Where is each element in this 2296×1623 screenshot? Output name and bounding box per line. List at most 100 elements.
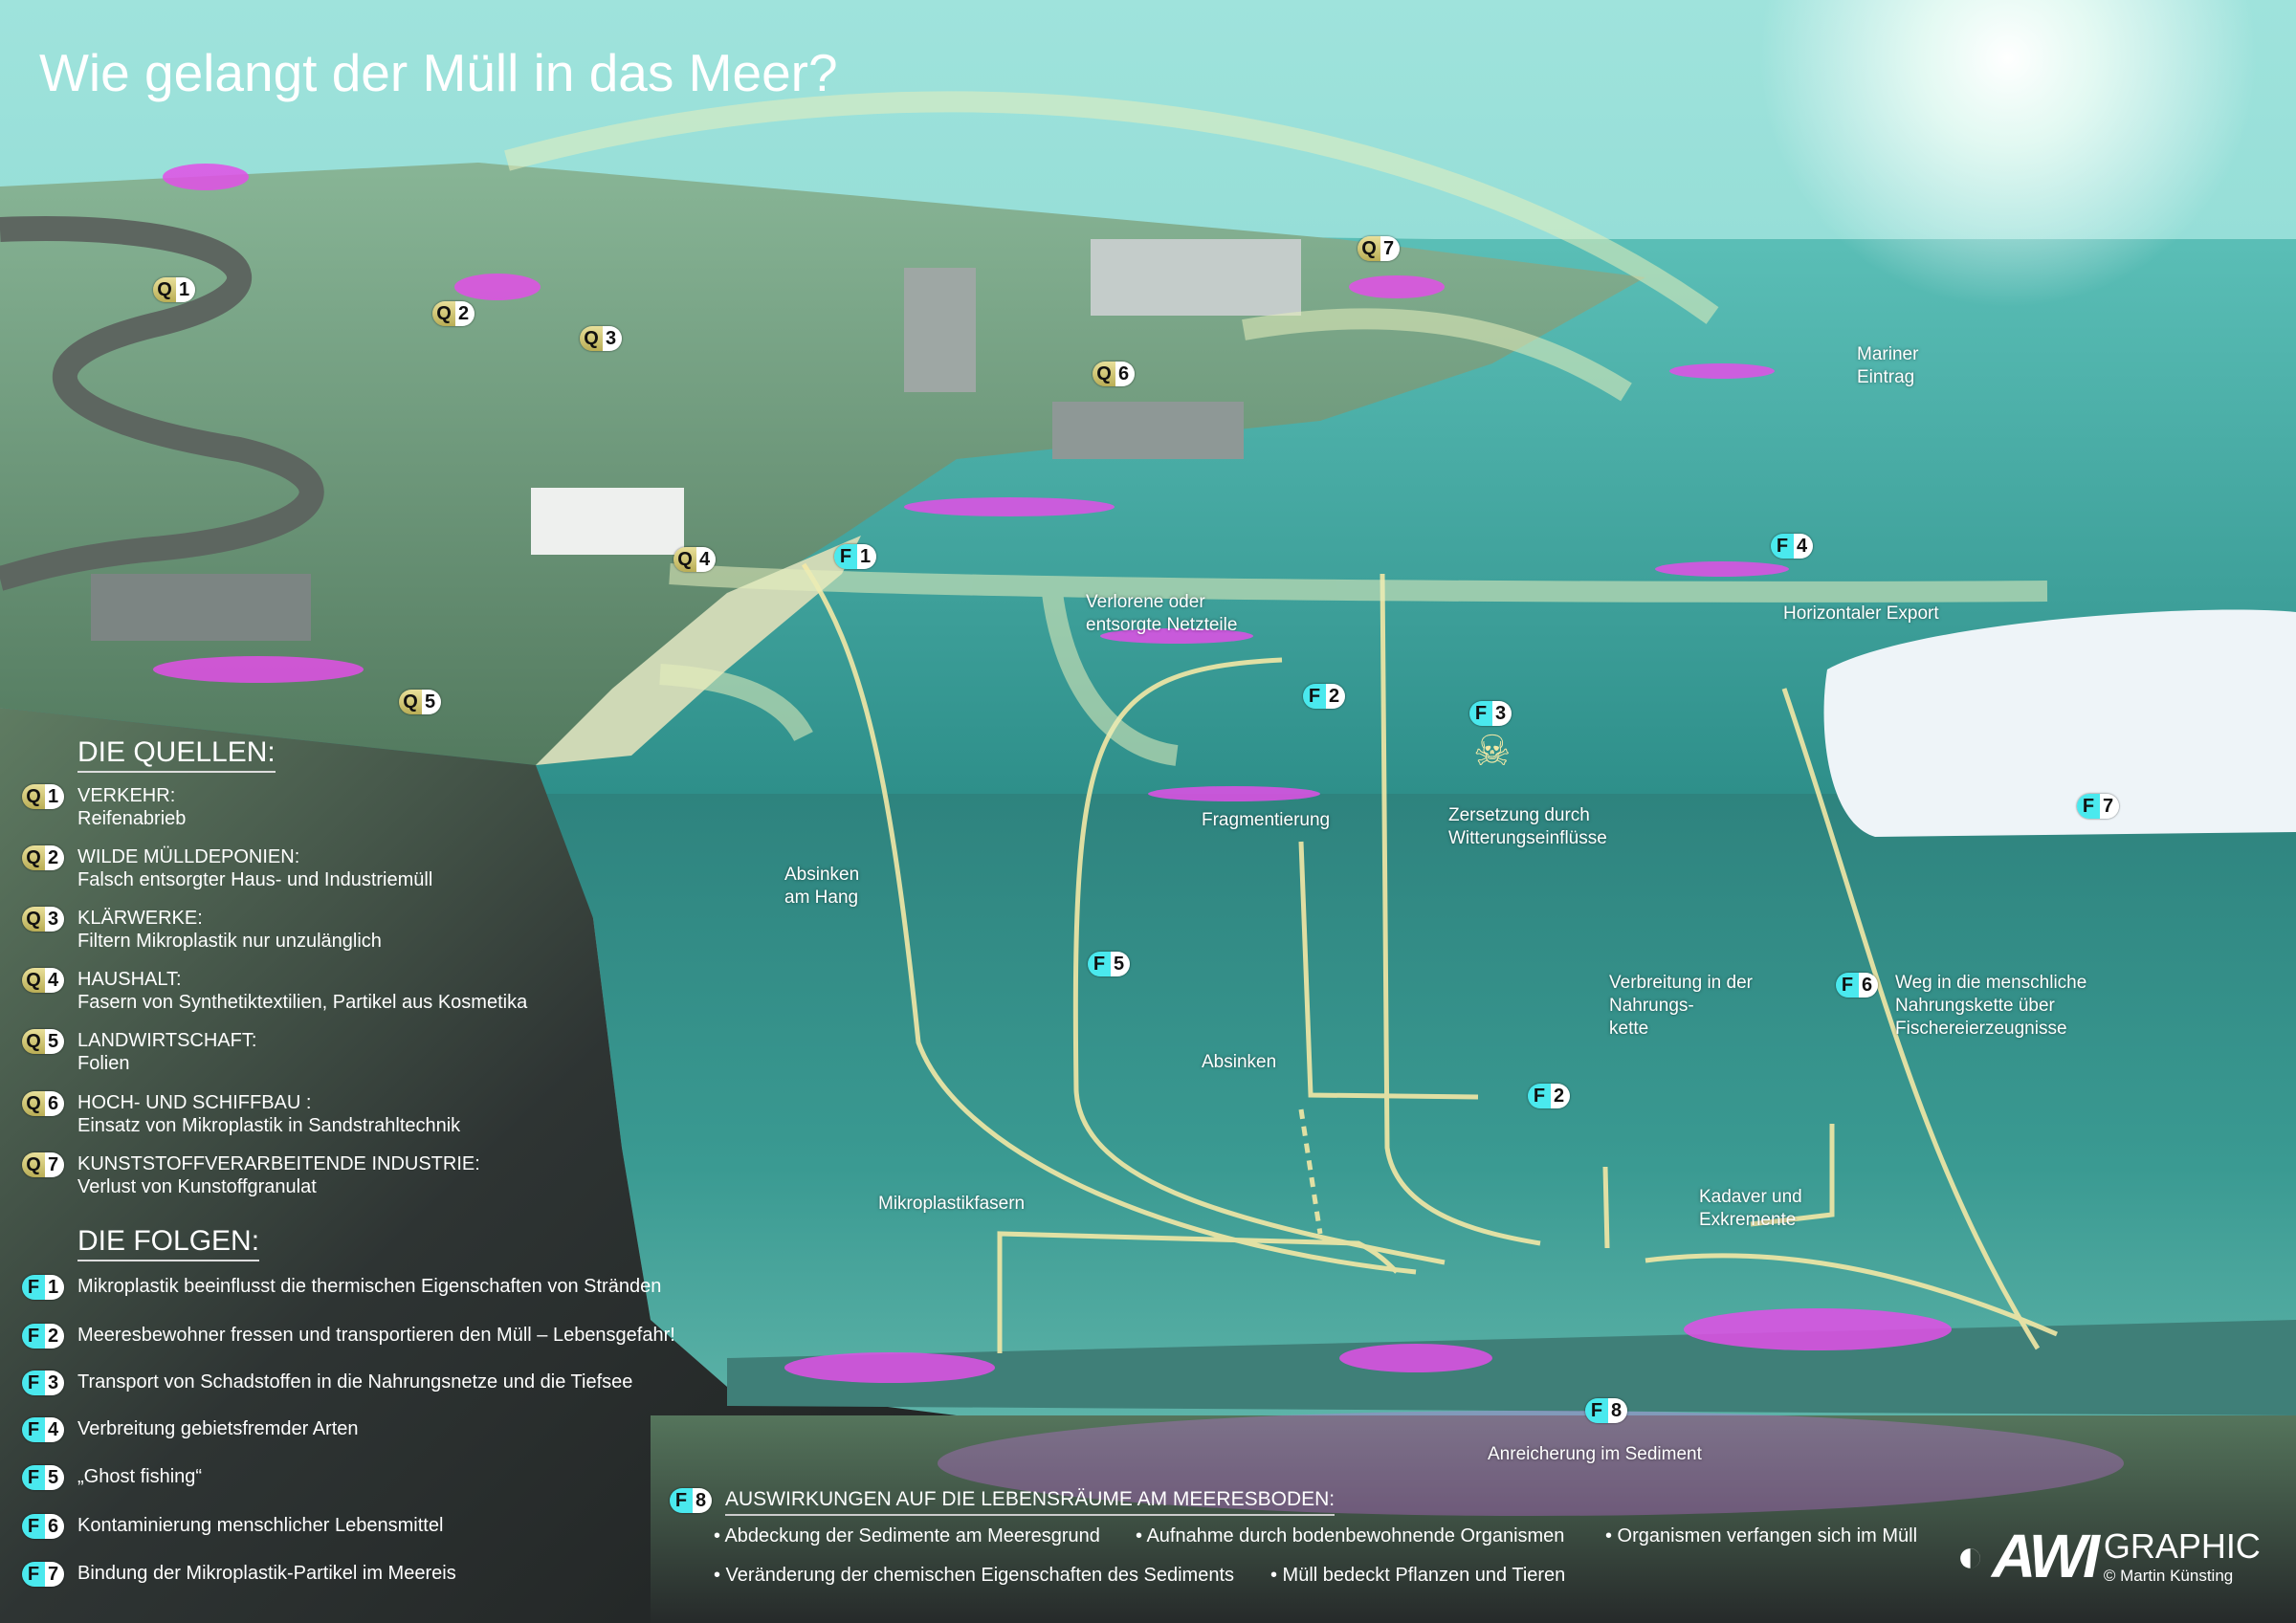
sea-ice <box>1823 609 2296 837</box>
quelle-desc: Fasern von Synthetiktextilien, Partikel … <box>77 992 528 1013</box>
folge-text: „Ghost fishing“ <box>77 1466 203 1487</box>
bottom-bg <box>651 1415 2296 1623</box>
farm-barn <box>91 574 311 641</box>
beach <box>536 536 861 765</box>
factory <box>1091 239 1301 316</box>
globe-icon: ◐ <box>1956 1530 1984 1582</box>
folge-text: Kontaminierung menschlicher Lebensmittel <box>77 1515 444 1536</box>
quelle-desc: Filtern Mikroplastik nur unzulänglich <box>77 931 382 952</box>
road <box>0 216 324 591</box>
quelle-desc: Folien <box>77 1053 130 1074</box>
folge-text: Bindung der Mikroplastik-Partikel im Mee… <box>77 1563 456 1584</box>
folge-text: Mikroplastik beeinflusst die thermischen… <box>77 1276 662 1297</box>
quelle-title: WILDE MÜLLDEPONIEN: <box>77 846 300 867</box>
awi-graphic-logo: ◐ AWI GRAPHIC © Martin Künsting <box>1956 1521 2261 1591</box>
label-horizontaler-export: Horizontaler Export <box>1783 603 1939 624</box>
building <box>904 268 976 392</box>
quelle-title: KLÄRWERKE: <box>77 908 203 929</box>
f8-heading: AUSWIRKUNGEN AUF DIE LEBENSRÄUME AM MEER… <box>725 1488 1336 1516</box>
quelle-desc: Falsch entsorgter Haus- und Industriemül… <box>77 869 433 890</box>
f8-bullet: • Abdeckung der Sedimente am Meeresgrund <box>714 1525 1100 1546</box>
label-sediment: Anreicherung im Sediment <box>1488 1444 1702 1464</box>
f8-bullet: • Aufnahme durch bodenbewohnende Organis… <box>1136 1525 1565 1546</box>
page-title: Wie gelangt der Müll in das Meer? <box>39 43 838 102</box>
folge-text: Transport von Schadstoffen in die Nahrun… <box>77 1371 633 1393</box>
folge-text: Meeresbewohner fressen und transportiere… <box>77 1325 675 1346</box>
plastic-patches <box>153 164 1952 1383</box>
f8-bullet: • Veränderung der chemischen Eigenschaft… <box>714 1565 1235 1586</box>
label-menschliche-nahrungskette: Weg in die menschliche Nahrungskette übe… <box>1895 973 2087 1039</box>
quellen-heading: DIE QUELLEN: <box>77 736 276 773</box>
quelle-title: LANDWIRTSCHAFT: <box>77 1030 257 1051</box>
quelle-desc: Verlust von Kunstoffgranulat <box>77 1176 317 1197</box>
f8-bullet: • Organismen verfangen sich im Müll <box>1605 1525 1918 1546</box>
label-netzteile: Verlorene oder entsorgte Netzteile <box>1086 592 1238 635</box>
label-fragmentierung: Fragmentierung <box>1202 810 1331 830</box>
quelle-desc: Reifenabrieb <box>77 808 187 829</box>
underwater-section <box>536 794 2296 1415</box>
logo-credit: © Martin Künsting <box>2103 1567 2234 1585</box>
flow-arrows <box>801 562 2058 1353</box>
label-absinken-hang: Absinken am Hang <box>784 865 860 908</box>
quelle-title: HAUSHALT: <box>77 969 182 990</box>
label-kadaver: Kadaver und Exkremente <box>1699 1187 1802 1230</box>
logo-mark: AWI <box>1992 1522 2100 1590</box>
label-zersetzung: Zersetzung durch Witterungseinflüsse <box>1448 805 1607 848</box>
label-absinken: Absinken <box>1202 1052 1277 1072</box>
folge-text: Verbreitung gebietsfremder Arten <box>77 1418 359 1439</box>
quelle-title: VERKEHR: <box>77 785 176 806</box>
surface-arrows <box>504 91 2048 766</box>
skull-icon: ☠ <box>1473 727 1511 776</box>
quelle-desc: Einsatz von Mikroplastik in Sandstrahlte… <box>77 1115 461 1136</box>
house <box>531 488 684 555</box>
logo-word: GRAPHIC <box>2103 1526 2261 1566</box>
quelle-title: KUNSTSTOFFVERARBEITENDE INDUSTRIE: <box>77 1153 480 1174</box>
quelle-title: HOCH- UND SCHIFFBAU : <box>77 1092 312 1113</box>
folgen-heading: DIE FOLGEN: <box>77 1225 260 1261</box>
label-mariner-eintrag: Mariner Eintrag <box>1857 344 1919 387</box>
sediment-microplastic <box>938 1411 2124 1516</box>
